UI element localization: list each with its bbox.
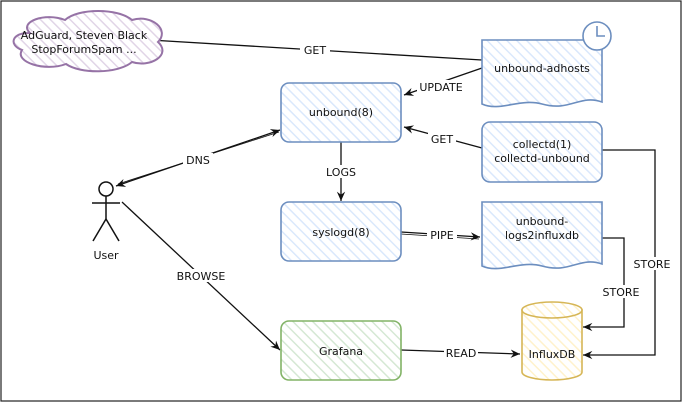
user-label: User xyxy=(93,249,119,262)
user-icon xyxy=(92,181,120,242)
document-shape xyxy=(481,201,603,270)
node-user: User xyxy=(92,181,120,262)
edge-label-get-cloud: GET xyxy=(304,44,326,57)
node-blocklist-sources: AdGuard, Steven Black StopForumSpam ... xyxy=(12,10,164,73)
logs2influx-label-line2: logs2influxdb xyxy=(505,229,579,242)
edge-label-update: UPDATE xyxy=(419,81,462,94)
node-logs2influxdb: unbound- logs2influxdb xyxy=(481,201,603,270)
edge-label-store-logs: STORE xyxy=(603,286,640,299)
cloud-label-line1: AdGuard, Steven Black xyxy=(21,29,148,42)
influxdb-label: InfluxDB xyxy=(529,348,576,361)
node-unbound: unbound(8) xyxy=(280,82,402,143)
edge-label-store-collectd: STORE xyxy=(634,258,671,271)
node-grafana: Grafana xyxy=(280,320,402,381)
cloud-shape xyxy=(12,10,164,73)
edge-label-read: READ xyxy=(446,347,477,360)
edge-labels: GET UPDATE GET DNS LOGS PIPE BROWSE STOR… xyxy=(175,43,673,360)
grafana-label: Grafana xyxy=(319,345,363,358)
edge-label-dns: DNS xyxy=(186,154,210,167)
adhosts-label: unbound-adhosts xyxy=(494,62,590,75)
syslogd-label: syslogd(8) xyxy=(312,226,369,239)
database-icon xyxy=(521,301,583,381)
unbound-label: unbound(8) xyxy=(309,106,373,119)
clock-icon xyxy=(582,21,612,51)
node-collectd: collectd(1) collectd-unbound xyxy=(481,121,603,183)
edge-label-logs: LOGS xyxy=(326,166,356,179)
edge-store-logs xyxy=(583,237,625,332)
node-unbound-adhosts: unbound-adhosts xyxy=(481,21,612,108)
node-syslogd: syslogd(8) xyxy=(280,201,402,262)
logs2influx-label-line1: unbound- xyxy=(516,215,569,228)
collectd-label-line2: collectd-unbound xyxy=(494,152,590,165)
edge-store-collectd xyxy=(583,149,656,360)
edge-label-get-collectd: GET xyxy=(431,133,453,146)
node-influxdb: InfluxDB xyxy=(521,301,583,381)
cloud-label-line2: StopForumSpam ... xyxy=(31,43,136,56)
collectd-label-line1: collectd(1) xyxy=(513,138,572,151)
document-shape xyxy=(481,39,603,108)
edge-label-browse: BROWSE xyxy=(177,270,226,283)
edge-label-pipe: PIPE xyxy=(430,229,454,242)
